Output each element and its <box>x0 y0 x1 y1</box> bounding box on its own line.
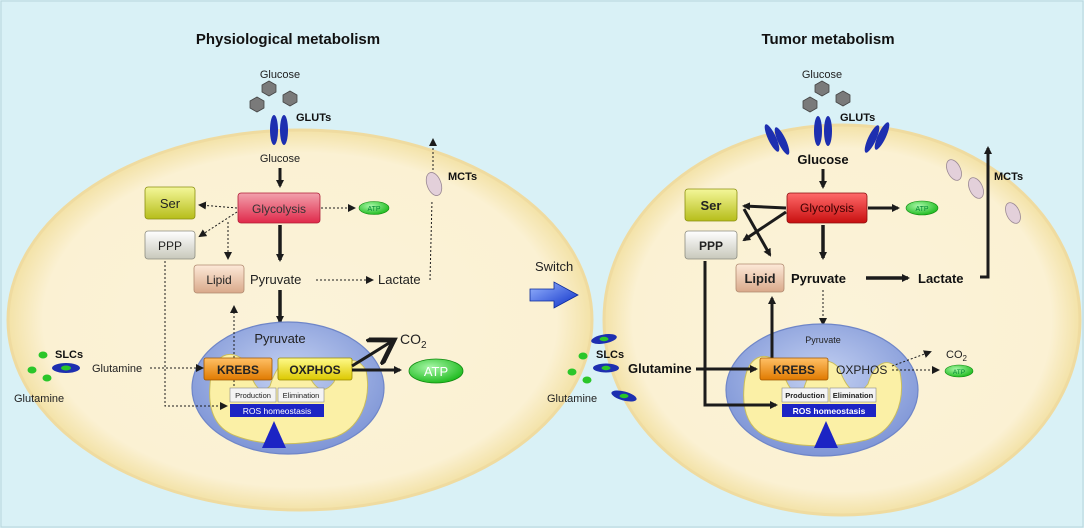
left-glucose-molecules-icon <box>249 80 298 113</box>
right-arrow-lactate-out <box>980 146 992 279</box>
left-atp-big-label: ATP <box>424 364 448 379</box>
switch-arrow-icon <box>529 281 579 309</box>
right-elimination-label: Elimination <box>833 391 874 400</box>
right-slc-transporters-icon <box>591 334 637 402</box>
right-ppp-label: PPP <box>699 239 723 253</box>
right-ros-label: ROS homeostasis <box>793 406 866 416</box>
left-slcs-label: SLCs <box>55 349 83 361</box>
right-lipid-box <box>735 263 785 293</box>
right-panel: Tumor metabolism Glucose GLUTs Glucose G… <box>547 31 1082 517</box>
right-title: Tumor metabolism <box>761 31 894 48</box>
left-lipid-label: Lipid <box>206 273 231 287</box>
switch-group: Switch <box>529 259 579 309</box>
left-ppp-box <box>144 230 196 260</box>
right-atp-small-label: ATP <box>915 206 928 213</box>
right-glucose-out-label: Glucose <box>802 69 842 81</box>
right-pyruvate-mito-label: Pyruvate <box>805 335 841 345</box>
right-glutamine-in-label: Glutamine <box>628 361 692 376</box>
right-glycolysis-label: Glycolysis <box>800 201 854 215</box>
right-glutamine-dots-icon <box>567 352 592 384</box>
right-mcts-label: MCTs <box>994 171 1023 183</box>
right-glucose-molecules-icon <box>802 80 851 113</box>
left-pyruvate-label: Pyruvate <box>250 272 301 287</box>
left-cell <box>6 128 594 512</box>
right-arrow-glycolysis-ser <box>742 202 787 211</box>
left-arrow-ppp-ros <box>164 261 228 410</box>
left-lipid-box <box>193 264 245 294</box>
right-ser-box <box>684 188 738 222</box>
right-atp-mito-icon <box>944 364 974 378</box>
switch-label: Switch <box>535 259 573 274</box>
left-atp-big-icon <box>408 358 464 384</box>
right-glycolysis-box <box>786 192 868 224</box>
right-pyruvate-label: Pyruvate <box>791 271 846 286</box>
right-krebs-box <box>759 357 829 381</box>
left-panel: Physiological metabolism Glucose GLUTs G… <box>6 31 594 512</box>
left-atp-small-label: ATP <box>367 206 380 213</box>
left-glycolysis-label: Glycolysis <box>252 202 306 216</box>
right-arrow-oxphos-co2 <box>891 350 932 367</box>
left-title: Physiological metabolism <box>196 31 380 48</box>
left-ser-box <box>144 186 196 220</box>
left-production-box <box>229 387 277 403</box>
left-glutamine-out-label: Glutamine <box>14 393 64 405</box>
left-arrow-oxphos-co2 <box>351 340 394 368</box>
right-gluts-label: GLUTs <box>840 112 875 124</box>
right-arrow-ppp-ros <box>703 261 778 409</box>
left-co2-label: CO2 <box>400 331 427 351</box>
left-glutamine-dots-icon <box>27 351 52 382</box>
right-elimination-box <box>829 387 877 403</box>
left-production-label: Production <box>235 391 271 400</box>
left-line-lactate-mct <box>429 199 433 281</box>
left-slc-glutamine-icon <box>61 365 71 371</box>
right-krebs-label: KREBS <box>773 363 815 377</box>
left-glut-transporter-icon <box>270 115 288 145</box>
right-ros-triangle-icon <box>814 421 838 448</box>
right-glut-transporters-icon <box>764 116 890 155</box>
right-glutamine-out-label: Glutamine <box>547 393 597 405</box>
right-mct-1-icon <box>946 159 962 181</box>
left-arrow-glycolysis-ppp <box>198 211 238 238</box>
right-atp-small-icon <box>905 200 939 216</box>
left-oxphos-label: OXPHOS <box>289 363 340 377</box>
right-arrow-glycolysis-ppp <box>742 210 787 242</box>
left-glucose-in-label: Glucose <box>260 153 300 165</box>
left-ppp-label: PPP <box>158 239 182 253</box>
left-ros-triangle-icon <box>262 421 286 448</box>
left-mct-transporter-icon <box>425 172 443 196</box>
right-ser-label: Ser <box>701 198 722 213</box>
right-ros-box <box>782 404 876 417</box>
right-lactate-label: Lactate <box>918 271 964 286</box>
left-ros-box <box>230 404 324 417</box>
right-production-box <box>781 387 829 403</box>
left-ros-label: ROS homeostasis <box>243 406 312 416</box>
right-mct-2-icon <box>968 177 984 199</box>
right-atp-mito-label: ATP <box>953 369 965 376</box>
right-arrow-glycolysis-lipid <box>742 208 772 257</box>
left-krebs-box <box>203 357 273 381</box>
left-lactate-label: Lactate <box>378 272 421 287</box>
left-krebs-label: KREBS <box>217 363 259 377</box>
left-elimination-label: Elimination <box>283 391 320 400</box>
left-gluts-label: GLUTs <box>296 112 331 124</box>
left-glutamine-in-label: Glutamine <box>92 363 142 375</box>
right-cell <box>602 123 1082 517</box>
left-ser-label: Ser <box>160 196 181 211</box>
right-co2-label: CO2 <box>946 349 968 363</box>
left-elimination-box <box>277 387 325 403</box>
left-mcts-label: MCTs <box>448 171 477 183</box>
right-lipid-label: Lipid <box>744 271 775 286</box>
left-glucose-out-label: Glucose <box>260 69 300 81</box>
right-mct-3-icon <box>1005 202 1021 224</box>
right-glucose-in-label: Glucose <box>797 152 848 167</box>
left-glycolysis-box <box>237 192 321 224</box>
left-pyruvate-mito-label: Pyruvate <box>254 331 305 346</box>
right-production-label: Production <box>785 391 825 400</box>
right-oxphos-label: OXPHOS <box>836 363 887 377</box>
right-slcs-label: SLCs <box>596 349 624 361</box>
right-ppp-box <box>684 230 738 260</box>
left-atp-small-icon <box>358 201 390 215</box>
